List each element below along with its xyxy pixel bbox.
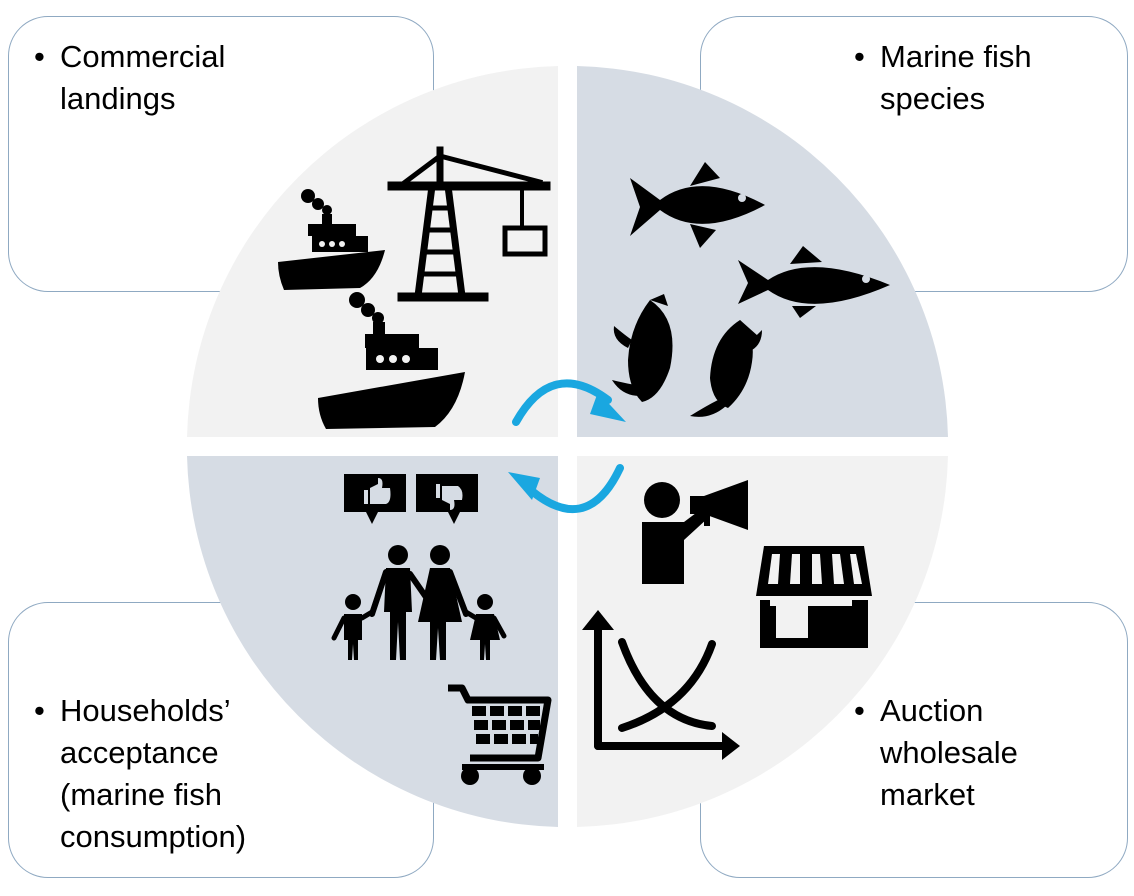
bullet: • [34, 39, 45, 74]
fish-icon [738, 246, 890, 318]
supply-demand-chart-icon [582, 610, 740, 760]
label-households-acceptance: • Households’ acceptance (marine fish co… [34, 690, 247, 858]
boat-icon [278, 189, 385, 290]
label-line: Auction [880, 693, 984, 728]
label-line: Marine fish [880, 39, 1032, 74]
thumbs-up-icon [344, 474, 406, 524]
family-icon [331, 545, 507, 660]
leaping-fish-icon [612, 294, 673, 402]
cycle-arrow-counterclockwise-icon [508, 464, 624, 514]
label-line: market [880, 777, 975, 812]
crane-icon [387, 146, 551, 302]
label-line: Households’ [60, 693, 231, 728]
bullet: • [854, 39, 865, 74]
leaping-fish-icon [690, 320, 762, 417]
label-auction-wholesale-market: • Auction wholesale market [854, 690, 1018, 816]
label-line: (marine fish [60, 777, 222, 812]
label-commercial-landings: • Commercial landings [34, 36, 226, 120]
market-stall-icon [756, 546, 872, 648]
fish-icon [630, 162, 765, 248]
label-marine-fish-species: • Marine fish species [854, 36, 1032, 120]
label-line: wholesale [880, 735, 1018, 770]
label-line: landings [60, 81, 176, 116]
label-line: acceptance [60, 735, 219, 770]
megaphone-person-icon [642, 480, 748, 584]
ship-icon [318, 292, 465, 429]
quadrant-bottom-left [187, 456, 558, 827]
label-line: species [880, 81, 986, 116]
label-line: Commercial [60, 39, 226, 74]
cycle-arrow-clockwise-icon [512, 379, 626, 426]
bullet: • [34, 693, 45, 728]
label-line: consumption) [60, 819, 247, 854]
thumbs-down-icon [416, 474, 478, 524]
bullet: • [854, 693, 865, 728]
shopping-cart-icon [448, 684, 552, 785]
